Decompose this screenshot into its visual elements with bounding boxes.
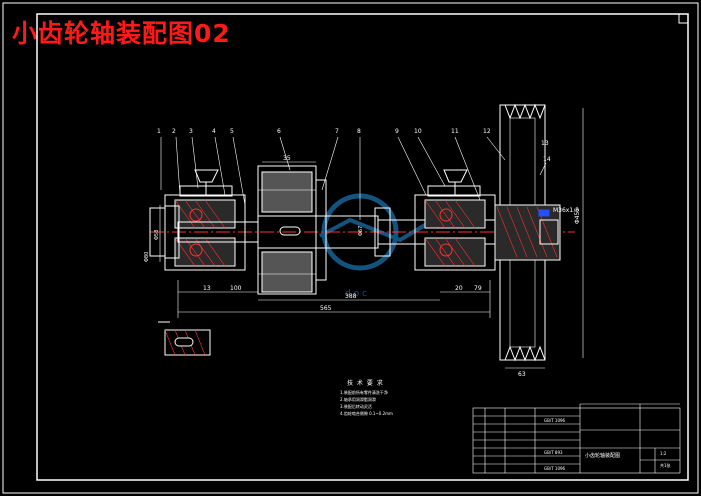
right-bearing-housing: [374, 169, 496, 271]
pinion-gear: [257, 165, 327, 295]
dimension-lines: [159, 108, 584, 369]
key-detail-view: [158, 321, 211, 356]
left-bearing-housing: [149, 169, 246, 271]
svg-text:d o c: d o c: [345, 289, 367, 299]
corner-mark: [678, 13, 689, 24]
drawing-title: 小齿轮轴装配图02: [12, 19, 231, 48]
leader-lines: [160, 136, 547, 220]
inner-frame: [36, 13, 689, 481]
title-block: [472, 403, 681, 474]
v-belt-pulley: [494, 103, 561, 362]
